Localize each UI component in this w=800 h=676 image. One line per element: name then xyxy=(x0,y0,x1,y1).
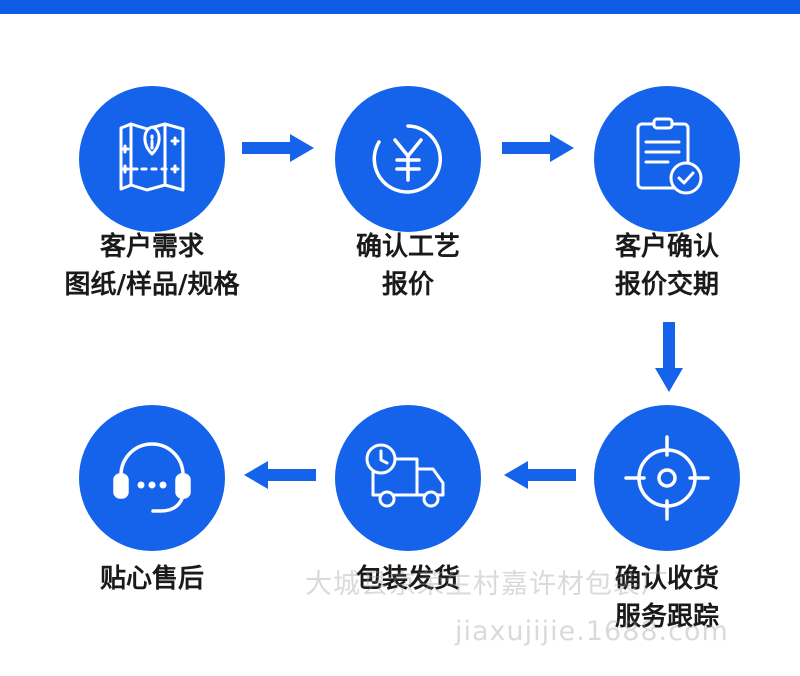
watermark-company: 大城县京荣生村嘉许材包装厂 xyxy=(305,569,669,600)
step-title: 客户需求 xyxy=(99,232,204,262)
watermark-url: jiaxujijie.1688.com xyxy=(455,616,729,647)
step-subtitle: 报价交期 xyxy=(614,270,719,300)
step-subtitle: 图纸/样品/规格 xyxy=(64,270,240,300)
step-circle-customer-confirm xyxy=(594,86,740,232)
clipboard-check-icon xyxy=(636,117,703,195)
step-subtitle: 服务跟踪 xyxy=(614,602,719,632)
step-label-packing-shipping: 包装发货 xyxy=(288,560,528,598)
top-banner-bar xyxy=(0,0,800,14)
step-circle-packing-shipping xyxy=(335,405,481,551)
step-label-after-sales: 贴心售后 xyxy=(32,560,272,598)
step-title: 确认工艺 xyxy=(355,232,460,262)
step-label-receipt-followup: 确认收货 服务跟踪 xyxy=(547,560,787,636)
step-subtitle: 报价 xyxy=(381,270,434,300)
step-label-requirements: 客户需求 图纸/样品/规格 xyxy=(32,228,272,304)
arrow-right-icon xyxy=(242,134,314,162)
delivery-truck-icon xyxy=(365,443,445,508)
arrow-left-icon xyxy=(504,461,576,489)
step-label-confirm-process: 确认工艺 报价 xyxy=(288,228,528,304)
arrow-right-icon xyxy=(502,134,574,162)
step-title: 客户确认 xyxy=(614,232,719,262)
step-title: 确认收货 xyxy=(614,564,719,594)
yen-coin-icon xyxy=(372,124,443,194)
step-circle-after-sales xyxy=(79,405,225,551)
target-crosshair-icon xyxy=(624,435,710,521)
step-label-customer-confirm: 客户确认 报价交期 xyxy=(547,228,787,304)
step-title: 包装发货 xyxy=(355,564,460,594)
step-circle-requirements xyxy=(79,86,225,232)
arrow-left-icon xyxy=(244,461,316,489)
step-circle-receipt-followup xyxy=(594,405,740,551)
arrow-down-icon xyxy=(655,322,683,392)
headset-support-icon xyxy=(113,442,191,513)
blueprint-info-icon xyxy=(119,122,185,192)
step-circle-confirm-process xyxy=(335,86,481,232)
step-title: 贴心售后 xyxy=(99,564,204,594)
